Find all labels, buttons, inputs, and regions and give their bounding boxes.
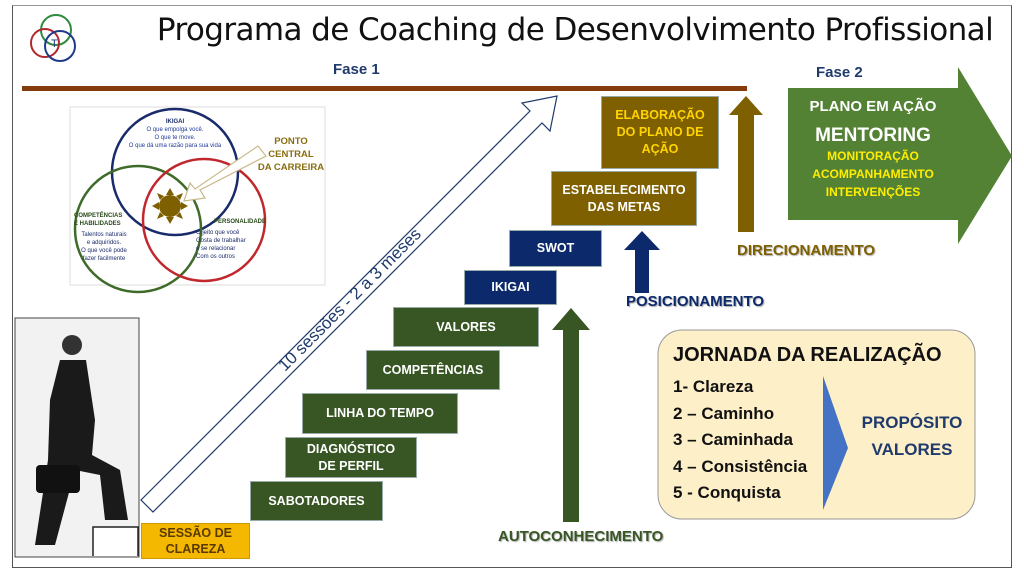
step-ikigai: IKIGAI (464, 270, 557, 305)
jornada-list: 1- Clareza 2 – Caminho 3 – Caminhada 4 –… (673, 374, 807, 507)
jornada-item: 2 – Caminho (673, 403, 775, 423)
direcionamento-arrow (729, 96, 763, 232)
fase1-label: Fase 1 (333, 61, 380, 78)
mentoring-label: MENTORING (815, 125, 931, 146)
slide-frame (12, 5, 1012, 568)
step-competencias: COMPETÊNCIAS (366, 350, 500, 390)
ponto-arrow (183, 145, 267, 202)
jornada-item: 1- Clareza (673, 377, 754, 396)
jornada-arrow (823, 376, 848, 510)
posicionamento-arrow (624, 231, 660, 293)
logo-icon: T (30, 14, 76, 62)
step-valores: VALORES (393, 307, 539, 347)
sun-icon (152, 188, 188, 224)
page-title: Programa de Coaching de Desenvolvimento … (156, 12, 994, 48)
jornada-item: 3 – Caminhada (673, 430, 793, 449)
posicionamento-label: POSICIONAMENTO (626, 293, 765, 310)
step-swot: SWOT (509, 230, 602, 267)
direcionamento-label: DIRECIONAMENTO (737, 242, 876, 259)
diagonal-arrow (140, 95, 558, 513)
plano-label: PLANO EM AÇÃO (809, 98, 937, 115)
jornada-box (657, 329, 976, 520)
jornada-item: 4 – Consistência (673, 456, 808, 476)
fase2-label: Fase 2 (816, 64, 863, 81)
fase2-arrow (788, 67, 1012, 244)
svg-text:T: T (51, 38, 58, 50)
phase-line (22, 86, 747, 91)
step-linha-do-tempo: LINHA DO TEMPO (302, 393, 458, 434)
ikigai-text: IKIGAI O que empolga você.O que te move.… (128, 119, 222, 149)
jornada-item: 5 - Conquista (673, 483, 781, 502)
autoconhecimento-arrow (552, 308, 590, 522)
person-photo (14, 317, 140, 558)
autoconhecimento-label: AUTOCONHECIMENTO (498, 528, 664, 545)
jornada-title: JORNADA DA REALIZAÇÃO (673, 344, 942, 366)
step-sabotadores: SABOTADORES (250, 481, 383, 521)
